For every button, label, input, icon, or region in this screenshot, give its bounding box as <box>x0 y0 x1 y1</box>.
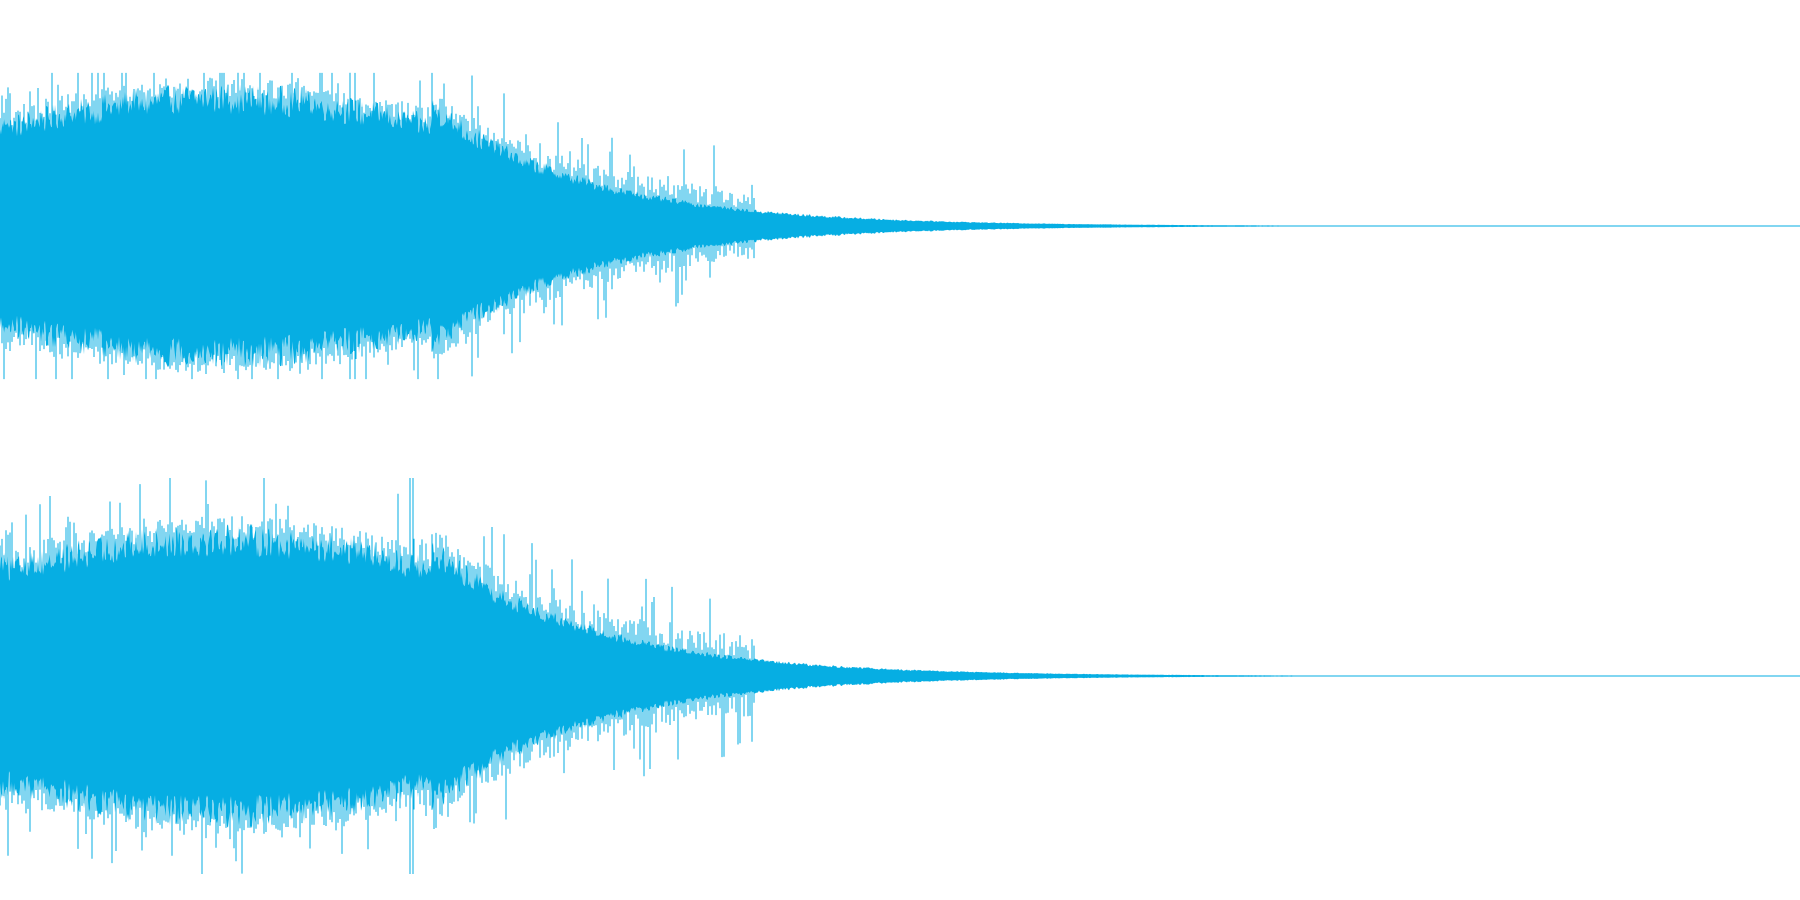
waveform-spikes <box>0 72 755 380</box>
waveform-spikes <box>0 478 755 874</box>
waveform-channel-top-graph <box>0 72 1800 380</box>
waveform-channel-bottom-graph <box>0 478 1800 874</box>
waveform-channel-top <box>0 72 1800 380</box>
waveform-channel-bottom <box>0 450 1800 900</box>
